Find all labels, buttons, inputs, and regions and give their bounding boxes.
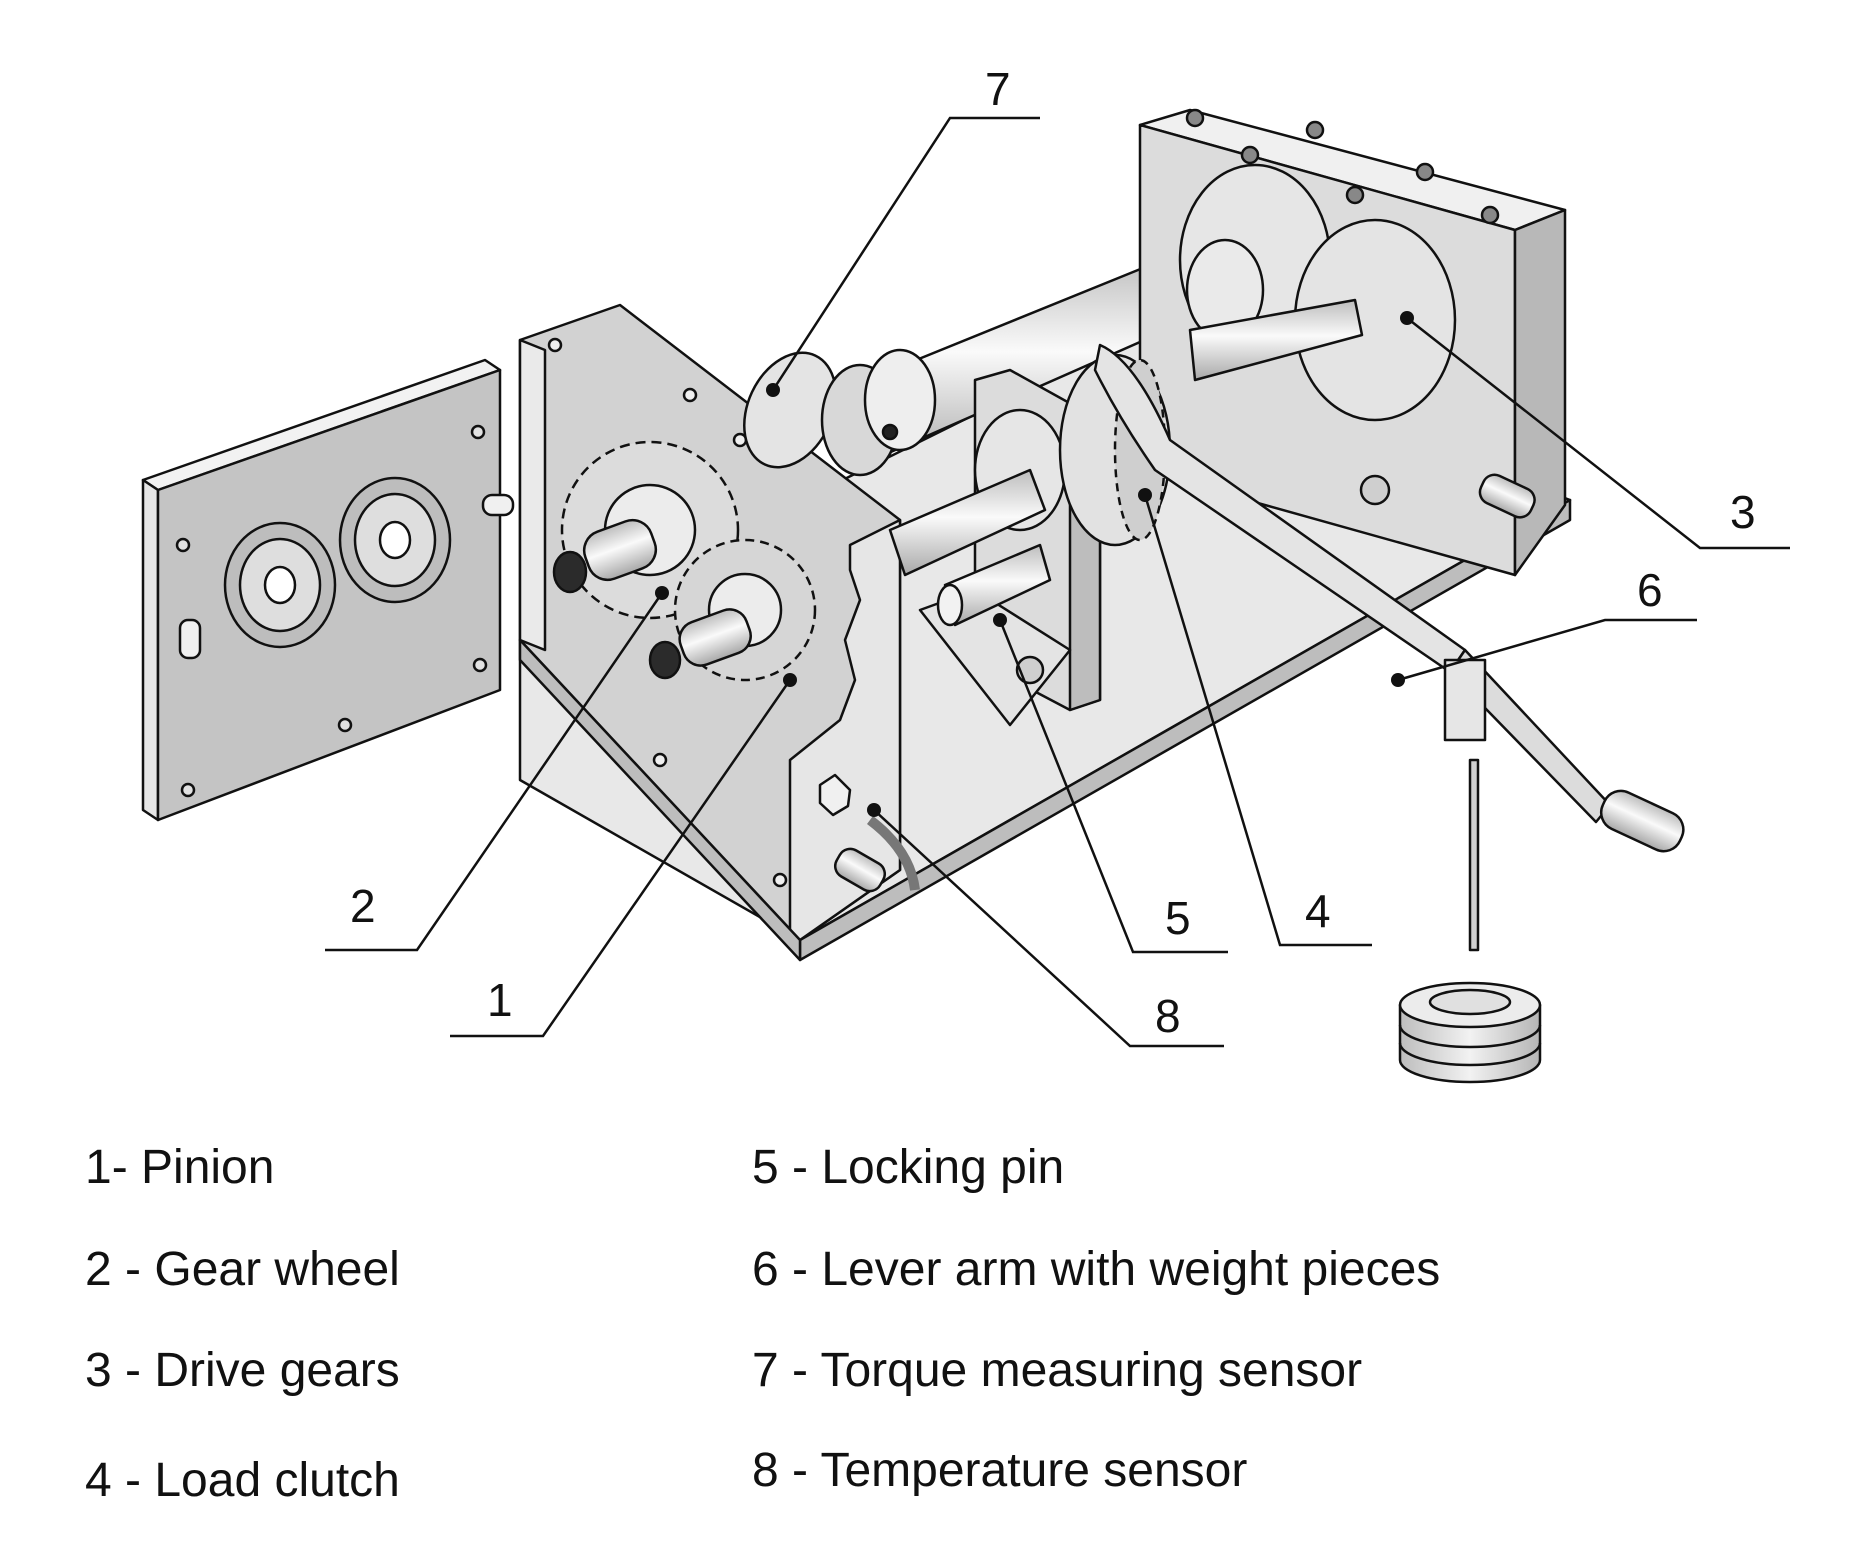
leader-1 [450,679,792,1038]
gear-test-rig-diagram: 7 3 6 2 1 5 4 8 [141,63,1790,1084]
torque-sensor [743,348,937,477]
legend-item-1: 1- Pinion [85,1141,275,1194]
pinion [648,538,817,682]
callout-1: 1 [487,974,513,1026]
callout-4: 4 [1305,885,1331,937]
callout-3: 3 [1730,486,1756,538]
leader-7 [771,116,1040,391]
callout-8: 8 [1155,990,1181,1042]
parts-legend: 1- Pinion 2 - Gear wheel 3 - Drive gears… [0,1100,1867,1547]
legend-item-6: 6 - Lever arm with weight pieces [752,1243,1441,1296]
callout-7: 7 [985,63,1011,115]
legend-item-4: 4 - Load clutch [85,1454,400,1507]
lever-arm [1093,343,1685,952]
leader-6 [1397,618,1697,682]
callout-5: 5 [1165,892,1191,944]
leader-2 [325,592,664,952]
legend-item-2: 2 - Gear wheel [85,1243,400,1296]
legend-item-5: 5 - Locking pin [752,1141,1065,1194]
leader-4 [1143,494,1372,947]
cover-plate [141,358,515,822]
callout-6: 6 [1637,564,1663,616]
bearing-ring-icon [338,476,452,604]
bearing-ring-icon [223,521,337,649]
temperature-sensor [818,773,920,893]
leader-3 [1406,317,1790,550]
legend-item-3: 3 - Drive gears [85,1344,400,1397]
leader-8 [873,809,1224,1048]
callout-leaders [325,116,1790,1048]
weight-stack [1398,981,1542,1084]
leader-5 [998,619,1228,954]
legend-item-8: 8 - Temperature sensor [752,1444,1248,1497]
legend-item-7: 7 - Torque measuring sensor [752,1344,1363,1397]
locking-pin [936,543,1052,627]
drive-gearbox [1138,108,1567,577]
callout-dots [655,311,1414,817]
callout-2: 2 [350,880,376,932]
